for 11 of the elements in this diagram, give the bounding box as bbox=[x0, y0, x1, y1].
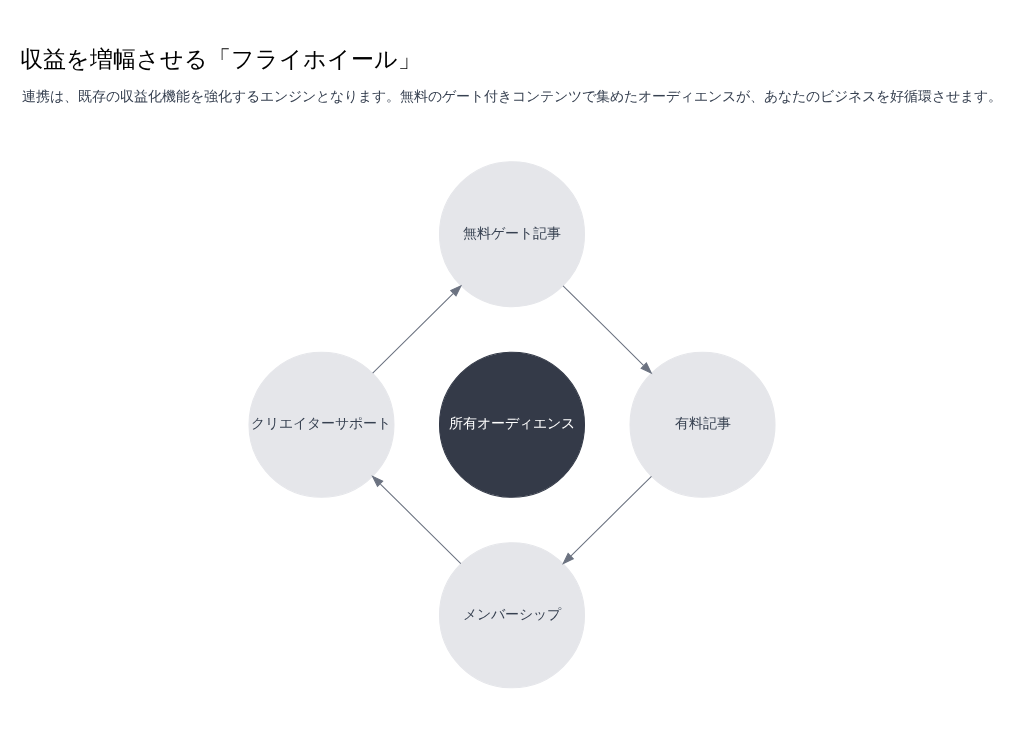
arrow bbox=[372, 284, 463, 374]
node-circle: 有料記事 bbox=[629, 351, 776, 498]
diagram-title: 収益を増幅させる「フライホイール」 bbox=[20, 45, 422, 73]
arrow bbox=[371, 475, 462, 565]
arrow bbox=[562, 285, 653, 375]
node-circle: クリエイターサポート bbox=[248, 351, 395, 498]
node-circle: 無料ゲート記事 bbox=[438, 161, 586, 308]
node-circle: メンバーシップ bbox=[438, 542, 586, 689]
node-circle: 所有オーディエンス bbox=[438, 351, 586, 498]
arrow bbox=[562, 475, 652, 565]
label: 連携は、既存の収益化機能を強化するエンジンとなります。無料のゲート付きコンテンツで集めたオーディエンスが、あなたのビジネスを好循環させます。 bbox=[22, 87, 1002, 104]
